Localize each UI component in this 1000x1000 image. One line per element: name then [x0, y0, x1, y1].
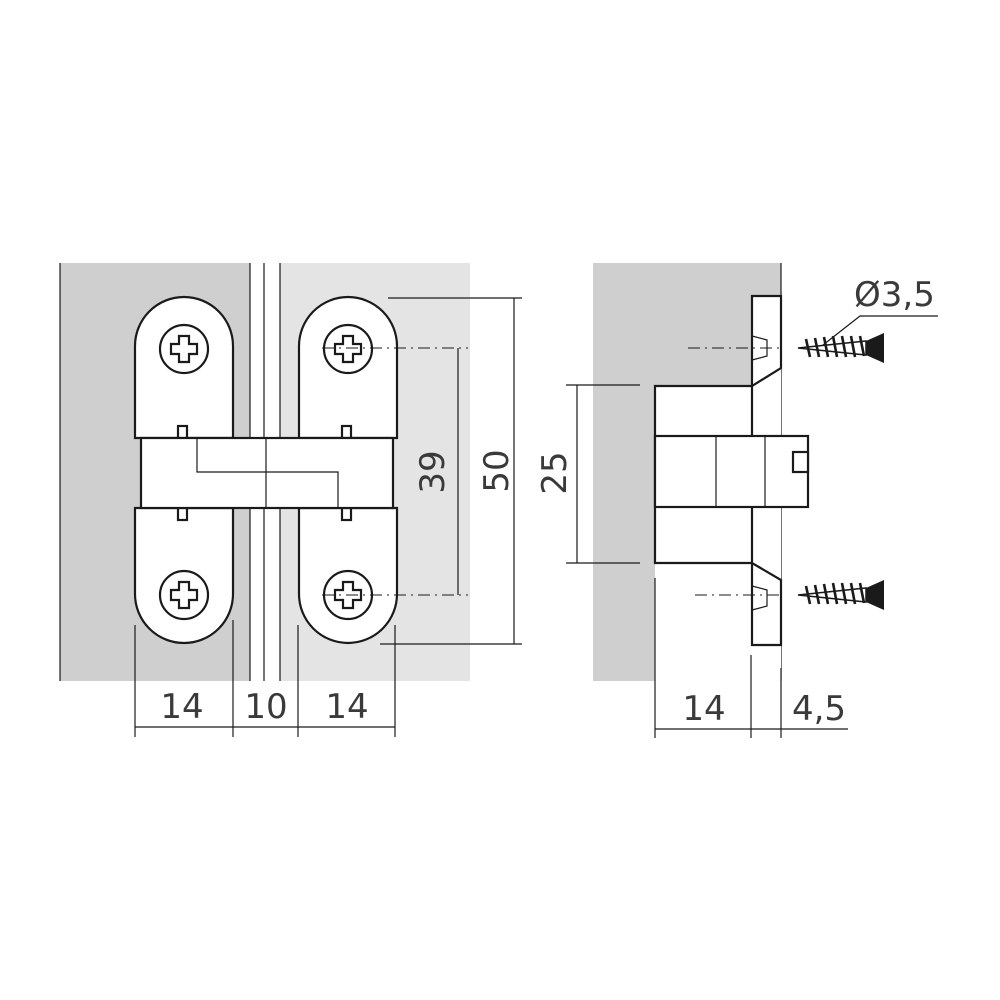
tab — [176, 506, 189, 522]
screw-head-icon — [158, 323, 210, 375]
hinge-arm-left — [196, 438, 266, 473]
countersink — [751, 585, 768, 611]
dim-label-flange-thickness: 4,5 — [792, 689, 846, 729]
hinge-body — [139, 436, 395, 510]
dim-label-screw-spacing: 39 — [413, 450, 453, 493]
dim-label-screw-diameter: Ø3,5 — [854, 275, 935, 315]
wood-screw-icon — [797, 333, 884, 363]
tab — [340, 424, 353, 440]
tab — [176, 424, 189, 440]
hinge-arm-right — [266, 471, 339, 508]
screw-head-icon — [322, 323, 374, 375]
core-notch — [791, 450, 810, 474]
dim-label-gap: 10 — [244, 687, 287, 727]
leader-line — [822, 315, 938, 346]
tab — [340, 506, 353, 522]
dim-label-total-height: 50 — [477, 449, 517, 492]
wood-screw-icon — [797, 580, 884, 610]
dim-label-left-leaf: 14 — [160, 687, 203, 727]
side-view: Ø3,5 25 14 4,5 — [535, 263, 938, 738]
dim-label-right-leaf: 14 — [325, 687, 368, 727]
dim-label-body-depth: 14 — [682, 689, 725, 729]
front-view: 39 50 14 10 14 — [59, 263, 522, 737]
hinge-side-core — [653, 434, 810, 509]
dim-label-body-height: 25 — [535, 451, 575, 494]
screw-head-icon — [158, 569, 210, 621]
